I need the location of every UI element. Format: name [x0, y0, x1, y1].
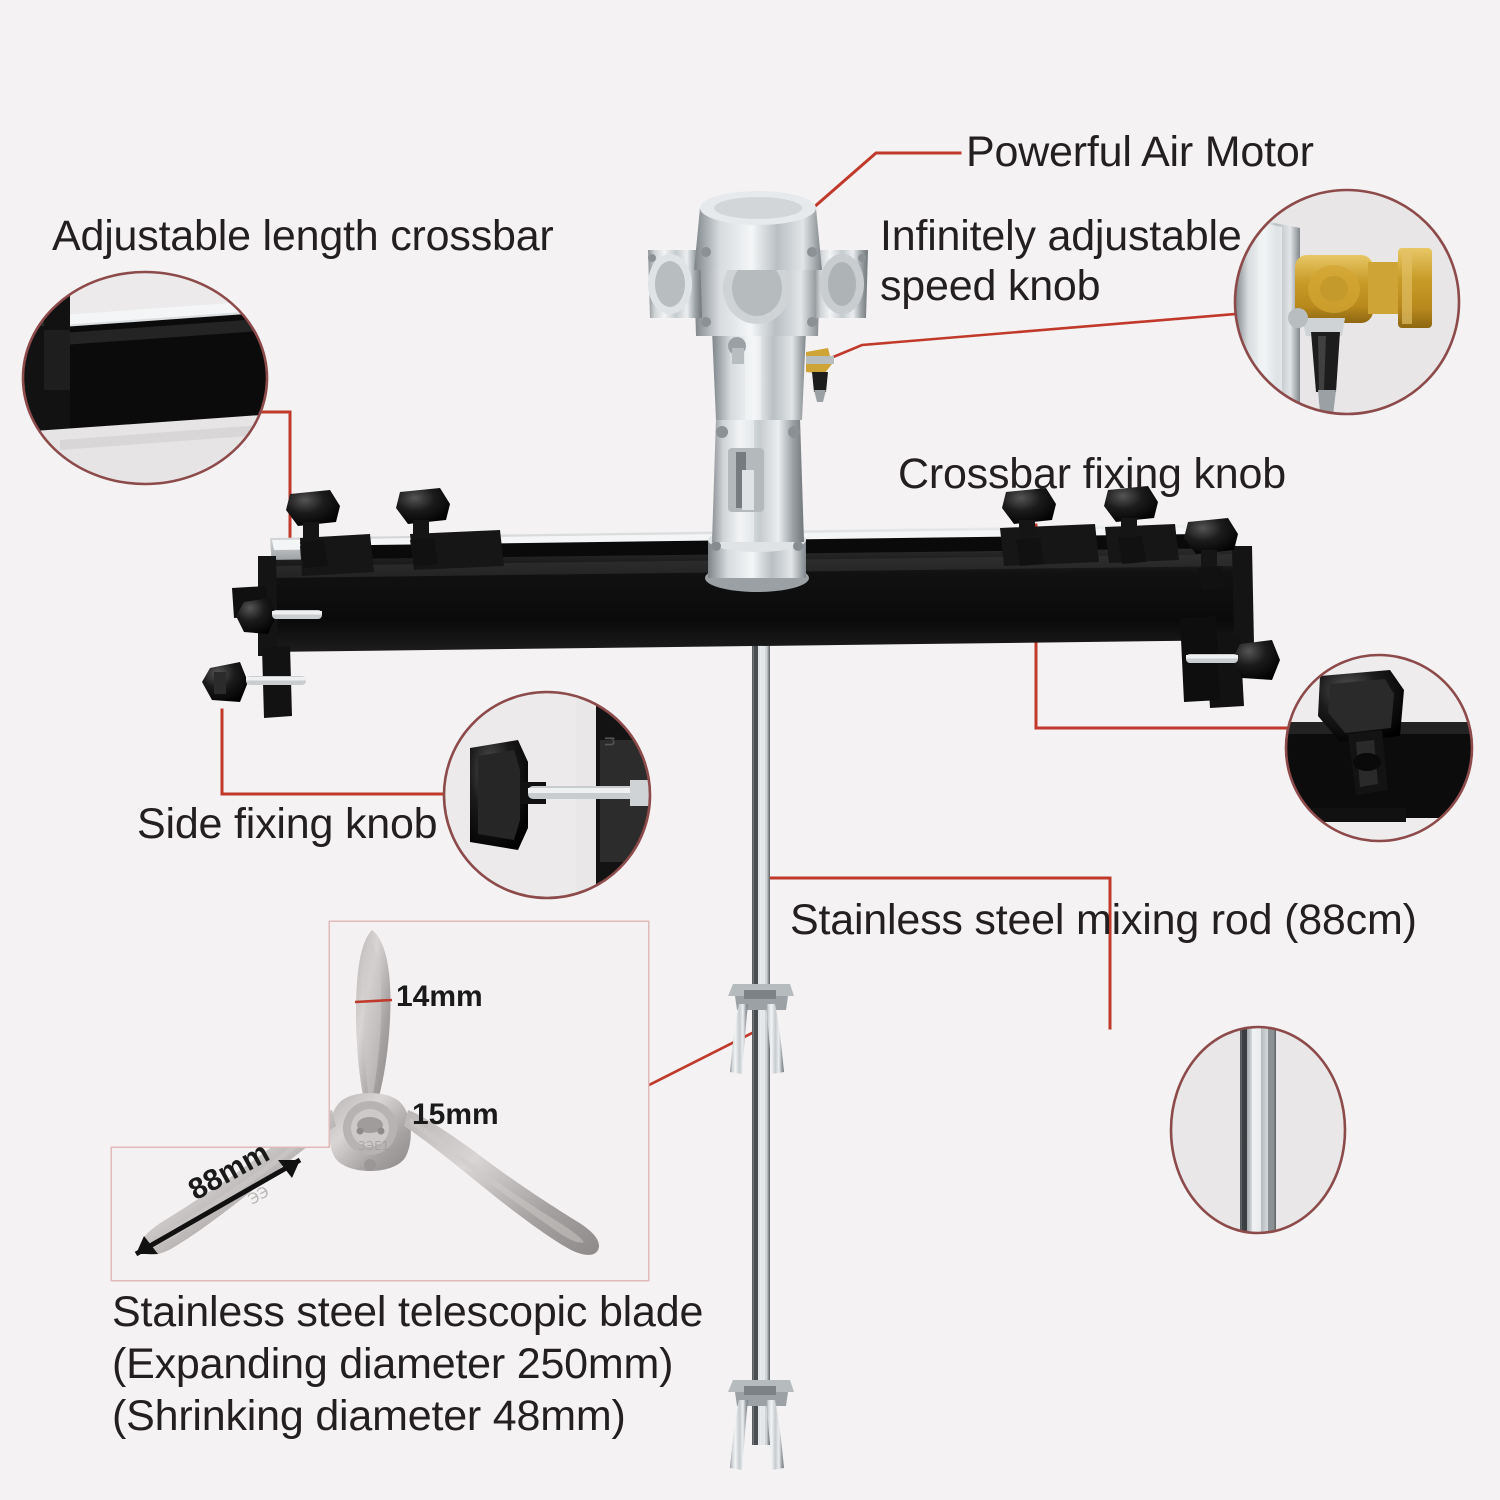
dimension-blade-width: 14mm	[396, 980, 483, 1013]
speed-knob-on-motor	[806, 348, 834, 402]
label-telescopic-blade-line1: Stainless steel telescopic blade	[112, 1288, 704, 1336]
knob-top-right-3	[1184, 518, 1238, 590]
callout-mixing-rod	[1169, 1025, 1347, 1235]
label-side-fixing-knob: Side fixing knob	[137, 800, 438, 848]
knob-top-left-1	[286, 490, 340, 568]
callout-side-fixing-knob: n	[442, 690, 652, 900]
leader-mixing-rod	[760, 876, 1112, 1030]
knob-top-right-1	[1002, 488, 1056, 566]
knob-side-left-lower	[202, 662, 306, 702]
blade-length-arrow	[134, 1157, 302, 1257]
svg-text:ЗЭЕ1: ЗЭЕ1	[358, 1139, 389, 1153]
callout-crossbar-fixing-knob	[1284, 653, 1474, 843]
label-telescopic-blade-line3: (Shrinking diameter 48mm)	[112, 1392, 626, 1440]
label-adjustable-length-crossbar: Adjustable length crossbar	[52, 212, 554, 260]
callout-speed-knob	[1233, 188, 1461, 416]
label-crossbar-fixing-knob: Crossbar fixing knob	[898, 450, 1286, 498]
label-telescopic-blade-line2: (Expanding diameter 250mm)	[112, 1340, 674, 1388]
knob-top-right-2	[1104, 486, 1158, 564]
mixing-rod-blade-lower	[728, 1380, 794, 1470]
knob-top-left-2	[396, 488, 450, 566]
leader-air-motor	[802, 151, 962, 218]
svg-text:n: n	[600, 736, 620, 747]
label-powerful-air-motor: Powerful Air Motor	[966, 128, 1314, 176]
crossbar-fixing-knobs	[202, 486, 1280, 702]
powerful-air-motor	[648, 191, 868, 592]
stainless-steel-mixing-rod	[728, 600, 794, 1470]
label-speed-knob-line1: Infinitely adjustable	[880, 212, 1242, 260]
dimension-hub-size: 15mm	[412, 1098, 499, 1131]
knob-side-left-upper	[236, 598, 322, 634]
callout-telescopic-blade: ЭЭ ЗЭЕ1	[110, 920, 650, 1282]
leader-lines	[220, 151, 1292, 1132]
label-speed-knob-line2: speed knob	[880, 262, 1101, 310]
leader-speed-knob	[824, 312, 1237, 362]
mixing-rod-blade-upper	[728, 984, 794, 1074]
leader-side-fixing-knob	[220, 708, 462, 796]
label-mixing-rod: Stainless steel mixing rod (88cm)	[790, 896, 1417, 944]
knob-side-right	[1186, 640, 1280, 680]
